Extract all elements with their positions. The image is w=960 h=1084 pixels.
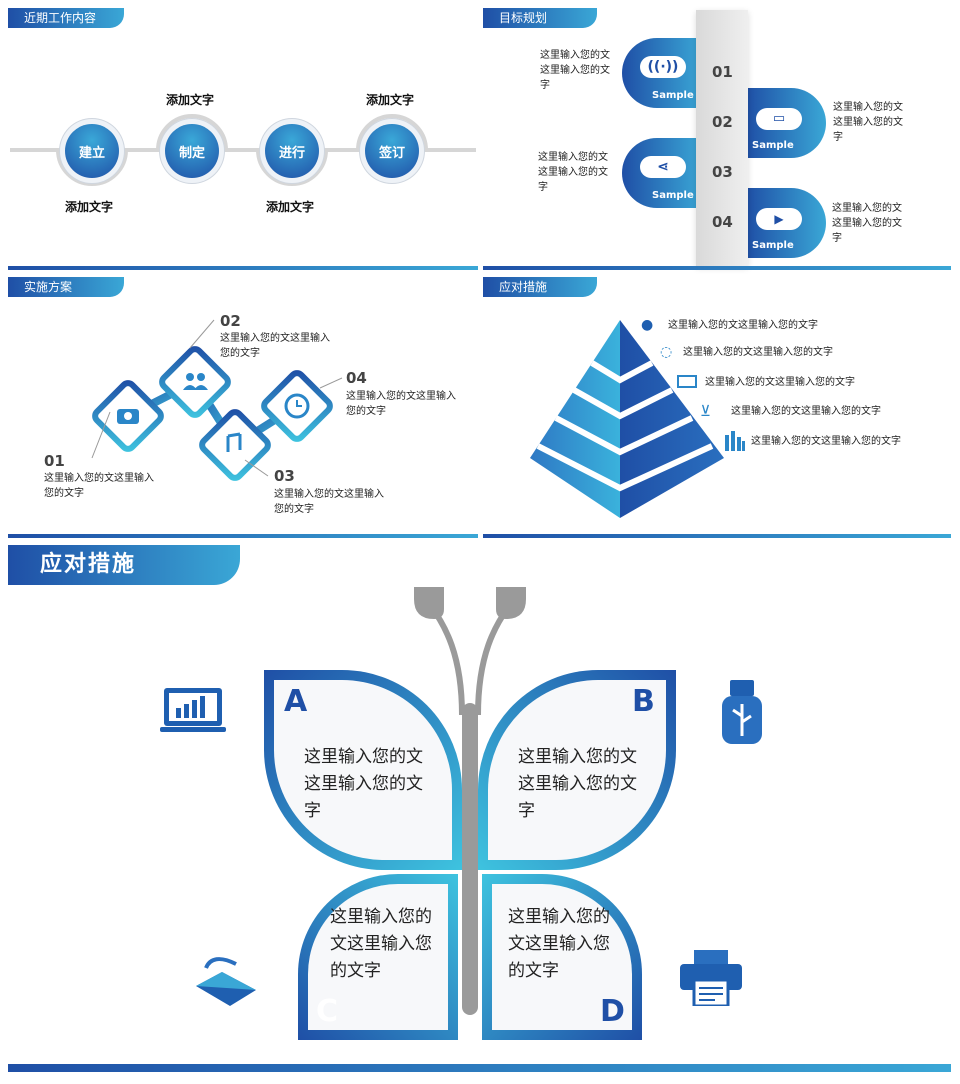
plan-title: 实施方案 <box>8 277 124 297</box>
wing-d: D 这里输入您的文这里输入您的文字 <box>482 874 642 1040</box>
plan-number-4: 04 <box>346 369 367 387</box>
timeline-line <box>10 114 476 186</box>
video-icon: ▶ <box>756 208 802 230</box>
step-label-1: 添加文字 <box>65 200 114 214</box>
wing-c-letter: C <box>316 994 339 1029</box>
bottom-divider <box>8 1064 951 1072</box>
wing-b-text: 这里输入您的文这里输入您的文字 <box>518 747 637 821</box>
step-proceed[interactable]: 进行 <box>265 124 319 178</box>
goal-pill-4: ▶ Sample <box>746 188 826 258</box>
panel2-divider <box>483 266 951 270</box>
goal-number-3: 03 <box>712 163 733 181</box>
goal-text-2: 这里输入您的文这里输入您的文字 <box>833 102 903 143</box>
cart-icon: ⊻ <box>700 402 711 420</box>
recent-title: 近期工作内容 <box>8 8 124 28</box>
plan-text-4: 这里输入您的文这里输入您的文字 <box>346 391 456 417</box>
mouse-icon <box>196 957 256 1006</box>
measures-small-title: 应对措施 <box>483 277 597 297</box>
plan-number-3: 03 <box>274 467 295 485</box>
butterfly-body <box>414 587 526 1015</box>
step-formulate[interactable]: 制定 <box>165 124 219 178</box>
step-sign[interactable]: 签订 <box>365 124 419 178</box>
goal-text-1: 这里输入您的文这里输入您的文字 <box>540 50 610 91</box>
measure-item-5: 这里输入您的文这里输入您的文字 <box>751 436 901 447</box>
bar-chart-icon <box>725 431 745 451</box>
plan-diamonds <box>92 346 333 481</box>
plan-leader-lines <box>91 319 343 477</box>
panel4-divider <box>483 534 951 538</box>
goal-text-4: 这里输入您的文这里输入您的文字 <box>832 203 902 244</box>
goal-number-1: 01 <box>712 63 733 81</box>
goal-sample-2: Sample <box>752 140 794 151</box>
goal-number-strip <box>696 10 748 266</box>
goal-sample-3: Sample <box>652 190 694 201</box>
plan-text-1: 这里输入您的文这里输入您的文字 <box>44 473 154 499</box>
wing-a-text: 这里输入您的文这里输入您的文字 <box>304 747 423 821</box>
plan-text-2: 这里输入您的文这里输入您的文字 <box>220 333 330 359</box>
measures-big-title: 应对措施 <box>8 545 240 585</box>
plan-text-3: 这里输入您的文这里输入您的文字 <box>274 489 384 515</box>
step-label-3: 添加文字 <box>266 200 315 214</box>
wing-b-letter: B <box>632 684 655 719</box>
step-label-4: 添加文字 <box>366 93 415 107</box>
printer-icon <box>680 950 742 1006</box>
wing-c: C 这里输入您的文这里输入您的文字 <box>298 874 458 1040</box>
goal-sample-4: Sample <box>752 240 794 251</box>
goal-sample-1: Sample <box>652 90 694 101</box>
wing-d-text: 这里输入您的文这里输入您的文字 <box>508 907 610 981</box>
wing-a-letter: A <box>284 684 308 719</box>
measure-item-1: 这里输入您的文这里输入您的文字 <box>668 320 818 331</box>
monitor-icon: ▭ <box>756 108 802 130</box>
plan-number-2: 02 <box>220 312 241 330</box>
measure-item-2: 这里输入您的文这里输入您的文字 <box>683 347 833 358</box>
panel1-divider <box>8 266 478 270</box>
panel3-divider <box>8 534 478 538</box>
plan-number-1: 01 <box>44 452 65 470</box>
goal-pill-2: ▭ Sample <box>746 88 826 158</box>
measure-item-3: 这里输入您的文这里输入您的文字 <box>705 377 855 388</box>
user-icon: ● <box>641 317 654 333</box>
wing-c-text: 这里输入您的文这里输入您的文字 <box>330 907 432 981</box>
goal-number-2: 02 <box>712 113 733 131</box>
wing-d-letter: D <box>600 994 625 1029</box>
laptop-chart-icon <box>160 688 226 732</box>
wifi-icon: ((·)) <box>640 56 686 78</box>
pyramid <box>530 320 724 518</box>
step-establish[interactable]: 建立 <box>65 124 119 178</box>
share-icon: ⋖ <box>640 156 686 178</box>
usb-icon <box>722 680 762 744</box>
goal-pill-3: ⋖ Sample <box>622 138 702 208</box>
bulb-icon: ◌ <box>660 344 673 360</box>
goal-pill-1: ((·)) Sample <box>622 38 702 108</box>
goal-text-3: 这里输入您的文这里输入您的文字 <box>538 152 608 193</box>
step-label-2: 添加文字 <box>166 93 215 107</box>
goals-title: 目标规划 <box>483 8 597 28</box>
browser-icon <box>677 375 697 388</box>
goal-number-4: 04 <box>712 213 733 231</box>
measure-item-4: 这里输入您的文这里输入您的文字 <box>731 406 881 417</box>
